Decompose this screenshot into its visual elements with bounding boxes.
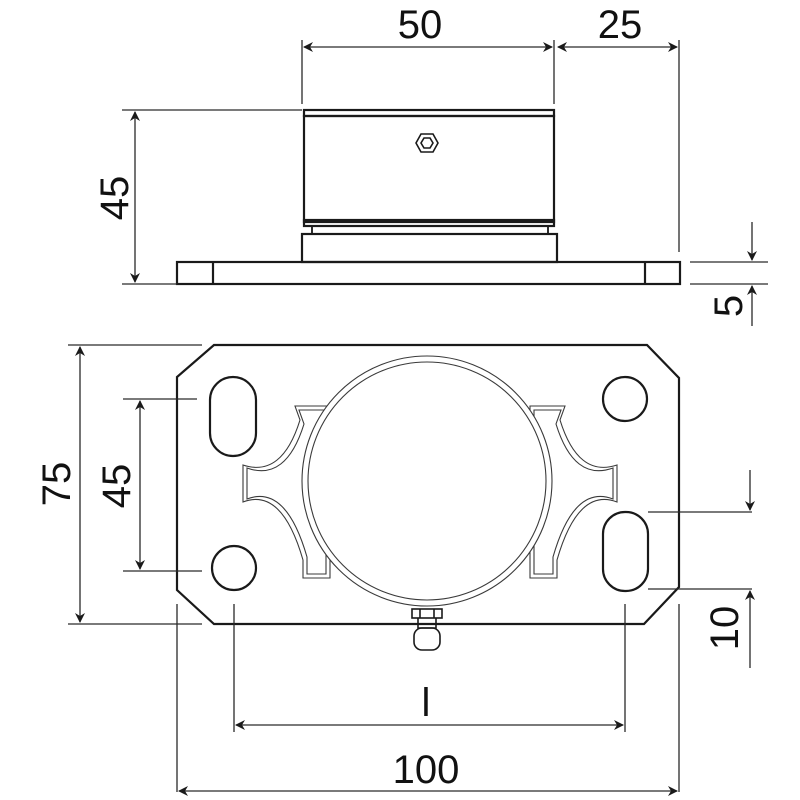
dim-label-45-spacing: 45 xyxy=(95,464,139,509)
top-view: 75 45 l 100 10 xyxy=(35,343,755,796)
dim-body-width: 50 xyxy=(301,3,555,104)
collar-ring xyxy=(311,225,549,235)
round-hole-bottom-left xyxy=(210,544,258,592)
housing-body xyxy=(302,114,556,224)
dim-label-10: 10 xyxy=(703,606,747,651)
dim-plate-depth: 75 xyxy=(35,344,202,625)
dim-plate-length: 100 xyxy=(176,604,680,796)
pedestal xyxy=(300,232,559,264)
housing-top-band xyxy=(302,108,556,118)
dim-total-height: 45 xyxy=(93,109,302,285)
side-view: 50 25 45 5 xyxy=(93,3,768,326)
dim-label-100: 100 xyxy=(393,748,460,792)
dim-hole-spacing-vertical: 45 xyxy=(95,398,202,572)
hex-screw-icon xyxy=(415,133,439,153)
slot-hole-top-left xyxy=(208,375,258,458)
dim-label-25: 25 xyxy=(598,3,643,47)
slot-hole-bottom-right xyxy=(601,510,650,593)
base-plate xyxy=(175,260,682,286)
dim-plate-thickness: 5 xyxy=(690,222,768,326)
round-hole-top-right xyxy=(601,375,649,423)
housing-bottom-band xyxy=(302,218,556,228)
dim-hole-spacing-horizontal: l xyxy=(233,604,626,732)
housing-circle xyxy=(301,355,553,607)
dim-label-50: 50 xyxy=(398,3,443,47)
chamfered-plate xyxy=(175,343,681,626)
dim-slot-edge-offset: 10 xyxy=(648,470,755,668)
dim-offset-width: 25 xyxy=(557,3,680,252)
dim-label-5: 5 xyxy=(707,295,751,317)
dim-label-75: 75 xyxy=(35,462,79,507)
grease-nipple-icon xyxy=(411,608,443,651)
dim-label-45-height: 45 xyxy=(93,176,137,221)
cross-flange xyxy=(242,405,618,579)
dim-label-l: l xyxy=(422,681,431,725)
